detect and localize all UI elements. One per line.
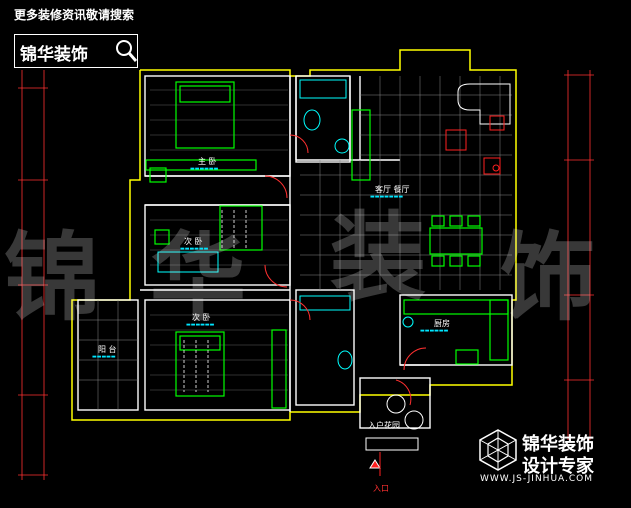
header-search-hint: 更多装修资讯敬请搜索 bbox=[14, 8, 135, 22]
room-label-second-bedroom: 次 卧 bbox=[184, 237, 203, 246]
bedroom-wood-floor bbox=[150, 89, 288, 391]
third-bed bbox=[175, 331, 225, 397]
room-label-kitchen: 厨房 bbox=[434, 319, 450, 328]
wardrobe-master bbox=[145, 159, 257, 171]
second-bed bbox=[219, 205, 263, 251]
logo-brand-name: 锦华装饰 bbox=[522, 434, 594, 455]
master-bed bbox=[175, 81, 235, 149]
furniture bbox=[145, 81, 509, 409]
room-sub-living: ▬▬▬▬▬▬▬ bbox=[370, 194, 404, 200]
room-sub-third: ▬▬▬▬▬▬ bbox=[186, 322, 215, 328]
room-sub-master: ▬▬▬▬▬▬ bbox=[190, 166, 219, 172]
stair-dashes bbox=[183, 210, 247, 392]
room-sub-balcony: ▬▬▬▬▬ bbox=[92, 354, 116, 360]
watermark-char-4: 饰 bbox=[500, 221, 602, 334]
brand-name: 锦华装饰 bbox=[20, 45, 88, 65]
room-sub-kitchen: ▬▬▬▬▬▬ bbox=[420, 328, 449, 334]
tv-cabinet bbox=[351, 109, 371, 181]
entry-label: 入口 bbox=[373, 484, 389, 493]
desk bbox=[154, 229, 170, 245]
master-nightstand bbox=[149, 167, 167, 183]
watermark-char-3: 装 bbox=[330, 201, 432, 314]
room-label-entrance-garden: 入户花园 bbox=[368, 421, 400, 430]
brand-search-box[interactable]: 锦华装饰 bbox=[14, 34, 138, 68]
room-sub-second: ▬▬▬▬▬▬ bbox=[180, 246, 209, 252]
logo-cube-icon bbox=[479, 429, 517, 471]
balcony-tiles bbox=[78, 300, 138, 410]
watermark-char-1: 锦 bbox=[4, 221, 106, 334]
room-label-third-bedroom: 次 卧 bbox=[192, 313, 211, 322]
room-label-master-bedroom: 主 卧 bbox=[198, 157, 217, 166]
logo-tagline: 设计专家 bbox=[522, 456, 594, 477]
outer-frame bbox=[71, 49, 517, 421]
entrance-garden bbox=[365, 394, 424, 476]
watermark-char-2: 华 bbox=[150, 221, 252, 334]
wardrobe-third bbox=[271, 329, 287, 409]
walls bbox=[77, 75, 513, 429]
sofa-area bbox=[445, 83, 511, 175]
fixtures bbox=[157, 79, 414, 370]
doors bbox=[264, 134, 427, 406]
logo-url: WWW.JS-JINHUA.COM bbox=[480, 474, 594, 484]
magnifier-icon[interactable] bbox=[114, 38, 138, 64]
dining-table bbox=[429, 227, 483, 255]
left-dimension-lines bbox=[18, 70, 48, 480]
room-label-balcony: 阳 台 bbox=[98, 345, 117, 354]
room-label-living-dining: 客厅 餐厅 bbox=[375, 185, 410, 194]
right-dimension-lines bbox=[564, 70, 594, 440]
